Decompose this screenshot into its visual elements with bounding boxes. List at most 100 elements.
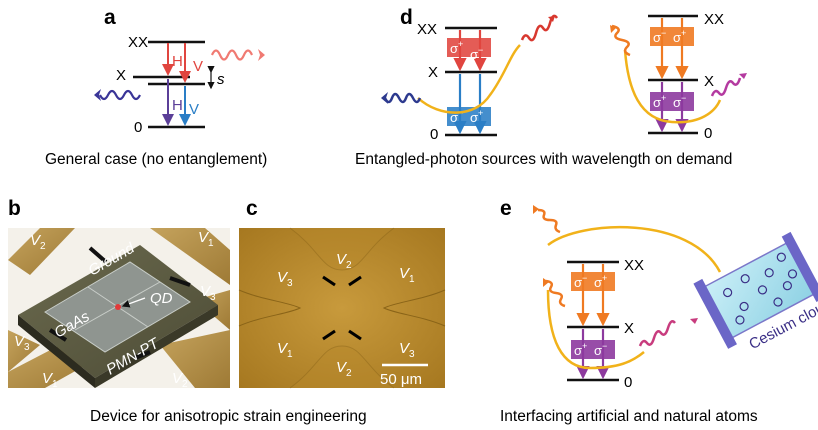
chip-side-right (95, 305, 218, 388)
caption-a: General case (no entanglement) (45, 151, 267, 168)
d1-photon-blue (383, 92, 422, 104)
h-label-lower: H (172, 97, 183, 114)
splitting-s-label: s (217, 71, 225, 88)
level-x-label: X (116, 67, 126, 84)
photon-wave-red-head (258, 49, 265, 61)
d1-sigma-top-b: σ− (470, 45, 483, 62)
qd-label: QD (150, 290, 173, 307)
e-yellow-link (547, 226, 722, 273)
micrograph-electrode-bottom (289, 345, 395, 389)
micrograph-image (239, 228, 445, 388)
c-label-v1-left: V1 (277, 340, 293, 360)
photon-wave-red (210, 49, 254, 61)
panel-e: e XX X 0 σ− σ+ σ+ σ− (500, 197, 818, 425)
quantum-dot (115, 304, 121, 310)
electrode-v2-top (8, 228, 75, 275)
c-label-v2-bottom: V2 (336, 359, 352, 379)
d2-sigma-top-box (650, 27, 694, 46)
contact-strip-3 (48, 328, 68, 342)
d1-sigma-top-a: σ+ (450, 39, 463, 56)
e-sigma-top-a: σ− (574, 273, 587, 290)
photon-wave-blue-head (94, 89, 101, 101)
label-v1-top: V1 (198, 229, 214, 249)
d1-photon-red (520, 14, 559, 42)
cell-window-right (781, 231, 818, 302)
scalebar-label: 50 μm (380, 371, 422, 388)
label-v2-top: V2 (30, 232, 46, 252)
d2-photon-magenta-head (739, 73, 747, 79)
panel-d: d XX X 0 σ+ σ− σ− σ+ XX X 0 σ− (355, 6, 747, 168)
c-label-v3-right: V3 (399, 340, 415, 360)
electrode-v3-left (8, 330, 40, 372)
e-xx-label: XX (624, 257, 644, 274)
d1-photon-blue-head (381, 92, 388, 104)
micrograph-electrode-right (382, 289, 446, 327)
e-x-label: X (624, 320, 634, 337)
d2-xx-label: XX (704, 11, 724, 28)
d2-sigma-top-b: σ+ (673, 28, 686, 45)
contact-strip-2 (169, 276, 191, 287)
electrode-v1-top (150, 228, 230, 285)
d2-photon-orange (611, 24, 631, 57)
d1-photon-red-head (548, 16, 555, 22)
micro-tip-4 (348, 329, 362, 341)
d1-ground-label: 0 (430, 126, 438, 143)
cell-window-left (693, 278, 737, 349)
e-ground-label: 0 (624, 374, 632, 391)
e-photon-orange-top (537, 208, 561, 234)
e-sigma-top-box (571, 272, 615, 291)
qd-pointer-arrow (121, 297, 146, 308)
d2-photon-orange-head (610, 25, 616, 33)
micro-tip-1 (322, 275, 336, 287)
micro-tip-2 (348, 275, 362, 287)
d2-sigma-top-a: σ− (653, 28, 666, 45)
d2-ground-label: 0 (704, 125, 712, 142)
caption-bc: Device for anisotropic strain engineerin… (90, 408, 367, 425)
panel-letter-d: d (400, 6, 413, 29)
cesium-atoms (723, 252, 798, 325)
contact-strip-1 (88, 246, 108, 264)
panel-a: a XX X 0 H V H V s General case (no enta… (45, 6, 267, 168)
h-label-upper: H (172, 53, 183, 70)
d1-xx-label: XX (417, 21, 437, 38)
contact-strip-4 (134, 350, 151, 360)
panel-c: c V2 V3 V1 V1 V3 V2 50 μm (238, 197, 446, 389)
caption-d: Entangled-photon sources with wavelength… (355, 151, 732, 168)
d2-yellow-path (623, 49, 722, 124)
panel-letter-c: c (246, 197, 258, 220)
panel-letter-a: a (104, 6, 116, 29)
d2-x-label: X (704, 73, 714, 90)
micrograph-electrode-top (289, 227, 395, 271)
e-yellow-path (546, 289, 645, 370)
d2-photon-magenta (710, 77, 742, 97)
micrograph-electrode-left (238, 289, 302, 327)
label-v2-bottom: V2 (172, 370, 188, 390)
e-sigma-bottom-box (571, 340, 615, 359)
level-ground-label: 0 (134, 119, 142, 136)
c-label-v3-left: V3 (277, 269, 293, 289)
e-sigma-top-b: σ+ (594, 273, 607, 290)
caption-e: Interfacing artificial and natural atoms (500, 408, 758, 425)
panel-letter-b: b (8, 197, 21, 220)
micro-tip-3 (322, 329, 336, 341)
e-photon-orange-low (545, 279, 566, 308)
panel-b: b Ground GaAs QD PMN-PT V2 V1 V3 V3 V1 V (8, 197, 367, 425)
e-sigma-bottom-a: σ+ (574, 341, 587, 358)
d1-yellow-path (417, 44, 521, 114)
chip-side-left (18, 315, 95, 388)
level-xx-label: XX (128, 34, 148, 51)
panel-letter-e: e (500, 197, 512, 220)
c-label-v2-top: V2 (336, 251, 352, 271)
d1-x-label: X (428, 64, 438, 81)
photon-wave-blue (99, 89, 141, 101)
e-sigma-bottom-b: σ− (594, 341, 607, 358)
e-photon-magenta (638, 320, 676, 347)
cesium-cell: Cesium cloud (693, 231, 818, 353)
d2-sigma-bottom-box (650, 92, 694, 111)
electrode-v2-bottom (160, 330, 230, 388)
v-label-lower: V (189, 101, 199, 118)
label-v3-left: V3 (14, 333, 30, 353)
e-photon-magenta-head (690, 318, 698, 324)
e-photon-orange-low-head (543, 278, 549, 287)
c-label-v1-right: V1 (399, 265, 415, 285)
